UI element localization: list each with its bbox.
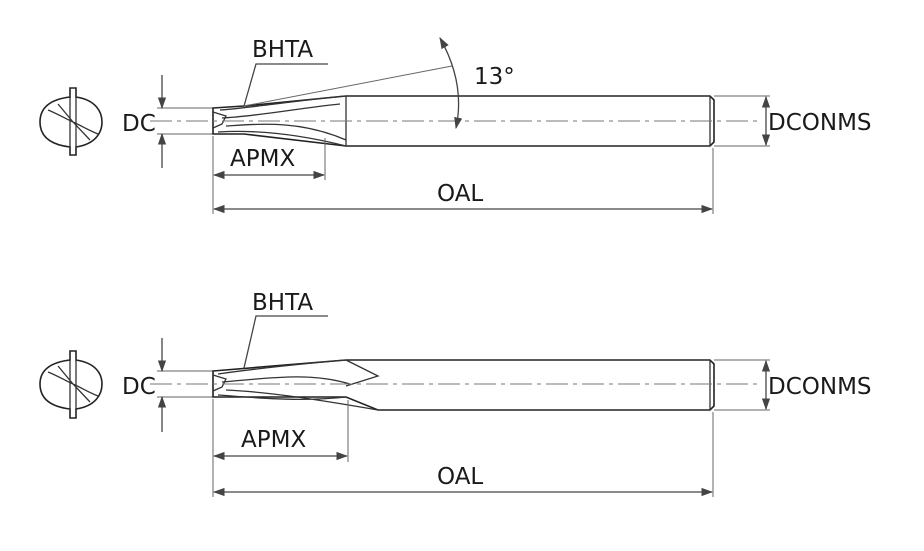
oal-dimension-1: OAL <box>212 148 714 214</box>
dconms-dimension-1: DCONMS <box>714 95 872 147</box>
dc-dimension-2: DC <box>122 338 213 432</box>
oal-label: OAL <box>437 181 483 207</box>
dconms-label: DCONMS <box>768 374 872 400</box>
bhta-annotation-2: BHTA <box>243 290 328 369</box>
bhta-label: BHTA <box>252 290 313 316</box>
oal-dimension-2: OAL <box>212 412 714 497</box>
apmx-label: APMX <box>241 427 306 453</box>
tool-body-2 <box>212 359 715 411</box>
apmx-dimension-2: APMX <box>212 399 349 497</box>
dconms-dimension-2: DCONMS <box>714 359 872 411</box>
dconms-label: DCONMS <box>768 110 872 136</box>
apmx-label: APMX <box>230 146 295 172</box>
drawing-2: DC BHTA DCONMS APMX <box>39 290 872 497</box>
dc-label: DC <box>122 374 156 400</box>
dc-label: DC <box>122 111 156 137</box>
end-view-2 <box>39 350 103 419</box>
bhta-label: BHTA <box>252 37 313 63</box>
bhta-annotation-1: BHTA 13° <box>243 36 515 130</box>
end-view-1 <box>39 87 103 156</box>
angle-label: 13° <box>474 64 515 90</box>
oal-label: OAL <box>437 464 483 490</box>
dc-dimension-1: DC <box>122 75 213 168</box>
drawing-1: DC BHTA 13° DCONMS <box>39 36 872 214</box>
apmx-dimension-1: APMX <box>212 136 326 214</box>
